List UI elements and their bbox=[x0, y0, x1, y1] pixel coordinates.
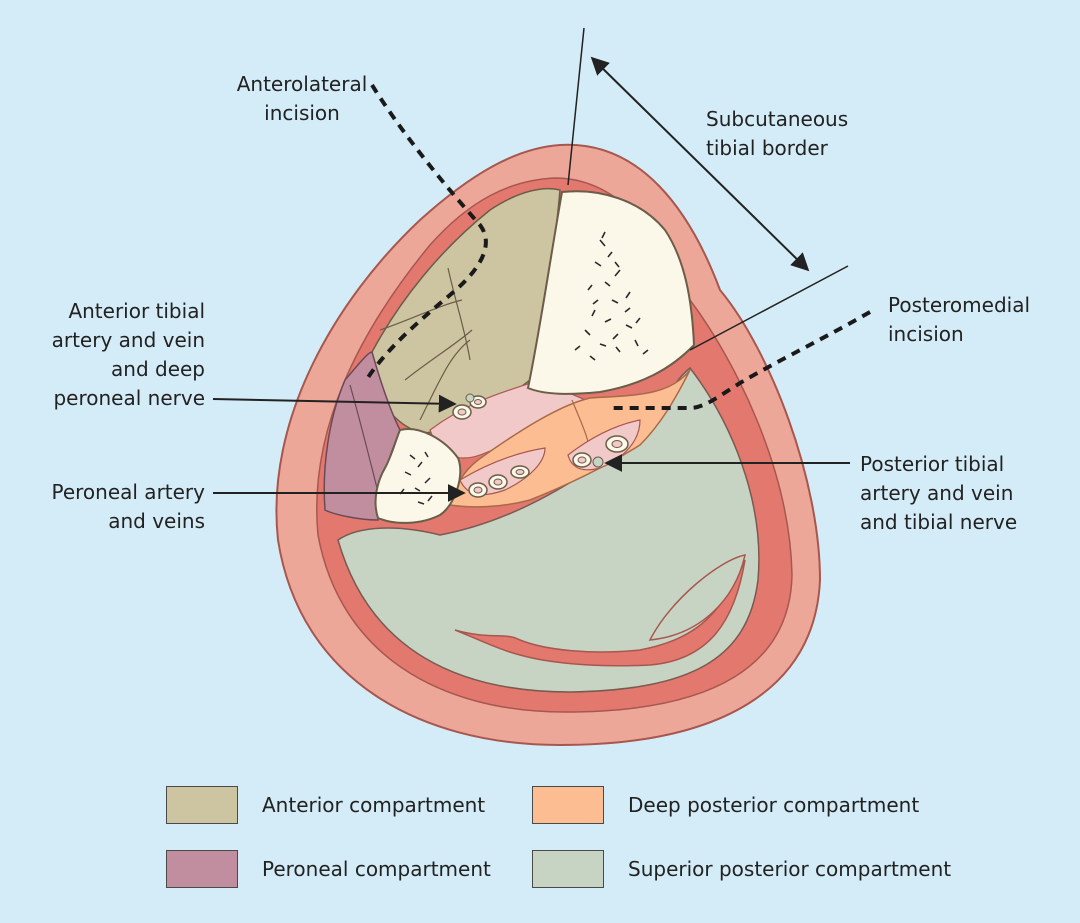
anterior-tibial-arrow bbox=[212, 394, 457, 413]
anterior-tibial-vessels bbox=[452, 393, 487, 420]
posterior-tibial-vessels bbox=[572, 435, 629, 468]
tibial-border-line-top bbox=[567, 27, 585, 186]
anterolateral-incision-line bbox=[363, 83, 488, 384]
subcutaneous-tibial-border-label: Subcutaneous tibial border bbox=[706, 107, 849, 160]
legend-label-deep-posterior: Deep posterior compartment bbox=[628, 793, 920, 817]
legend-swatch-deep-posterior bbox=[532, 786, 604, 824]
legend-swatch-peroneal bbox=[166, 850, 238, 888]
anterior-inner-division-4 bbox=[419, 339, 471, 421]
fibula bbox=[374, 428, 462, 524]
legend-label-superior-posterior: Superior posterior compartment bbox=[628, 857, 952, 881]
posterior-septum bbox=[454, 559, 746, 667]
posteromedial-incision-label: Posteromedial incision bbox=[888, 293, 1031, 346]
peroneal-artery-label: Peroneal artery and veins bbox=[51, 480, 205, 533]
legend-swatch-anterior bbox=[166, 786, 238, 824]
anterolateral-incision-label: Anterolateral incision bbox=[236, 72, 368, 125]
anterior-inner-division-3 bbox=[404, 329, 473, 381]
legend-label-peroneal: Peroneal compartment bbox=[262, 857, 491, 881]
posterior-tibial-label: Posterior tibial artery and vein and tib… bbox=[860, 452, 1018, 534]
septum-loop bbox=[648, 554, 746, 641]
legend-label-anterior: Anterior compartment bbox=[262, 793, 486, 817]
posteromedial-incision-line bbox=[612, 310, 871, 410]
anterior-inner-division-2 bbox=[379, 299, 463, 331]
anterior-tibial-label: Anterior tibial artery and vein and deep… bbox=[51, 299, 205, 410]
peroneal-vessels bbox=[468, 465, 530, 498]
anterior-inner-division-1 bbox=[447, 267, 471, 361]
fibula-marrow bbox=[399, 451, 433, 505]
tibial-border-arrow bbox=[590, 56, 810, 272]
tibial-border-line-bottom bbox=[689, 265, 849, 351]
legend-swatch-superior-posterior bbox=[532, 850, 604, 888]
